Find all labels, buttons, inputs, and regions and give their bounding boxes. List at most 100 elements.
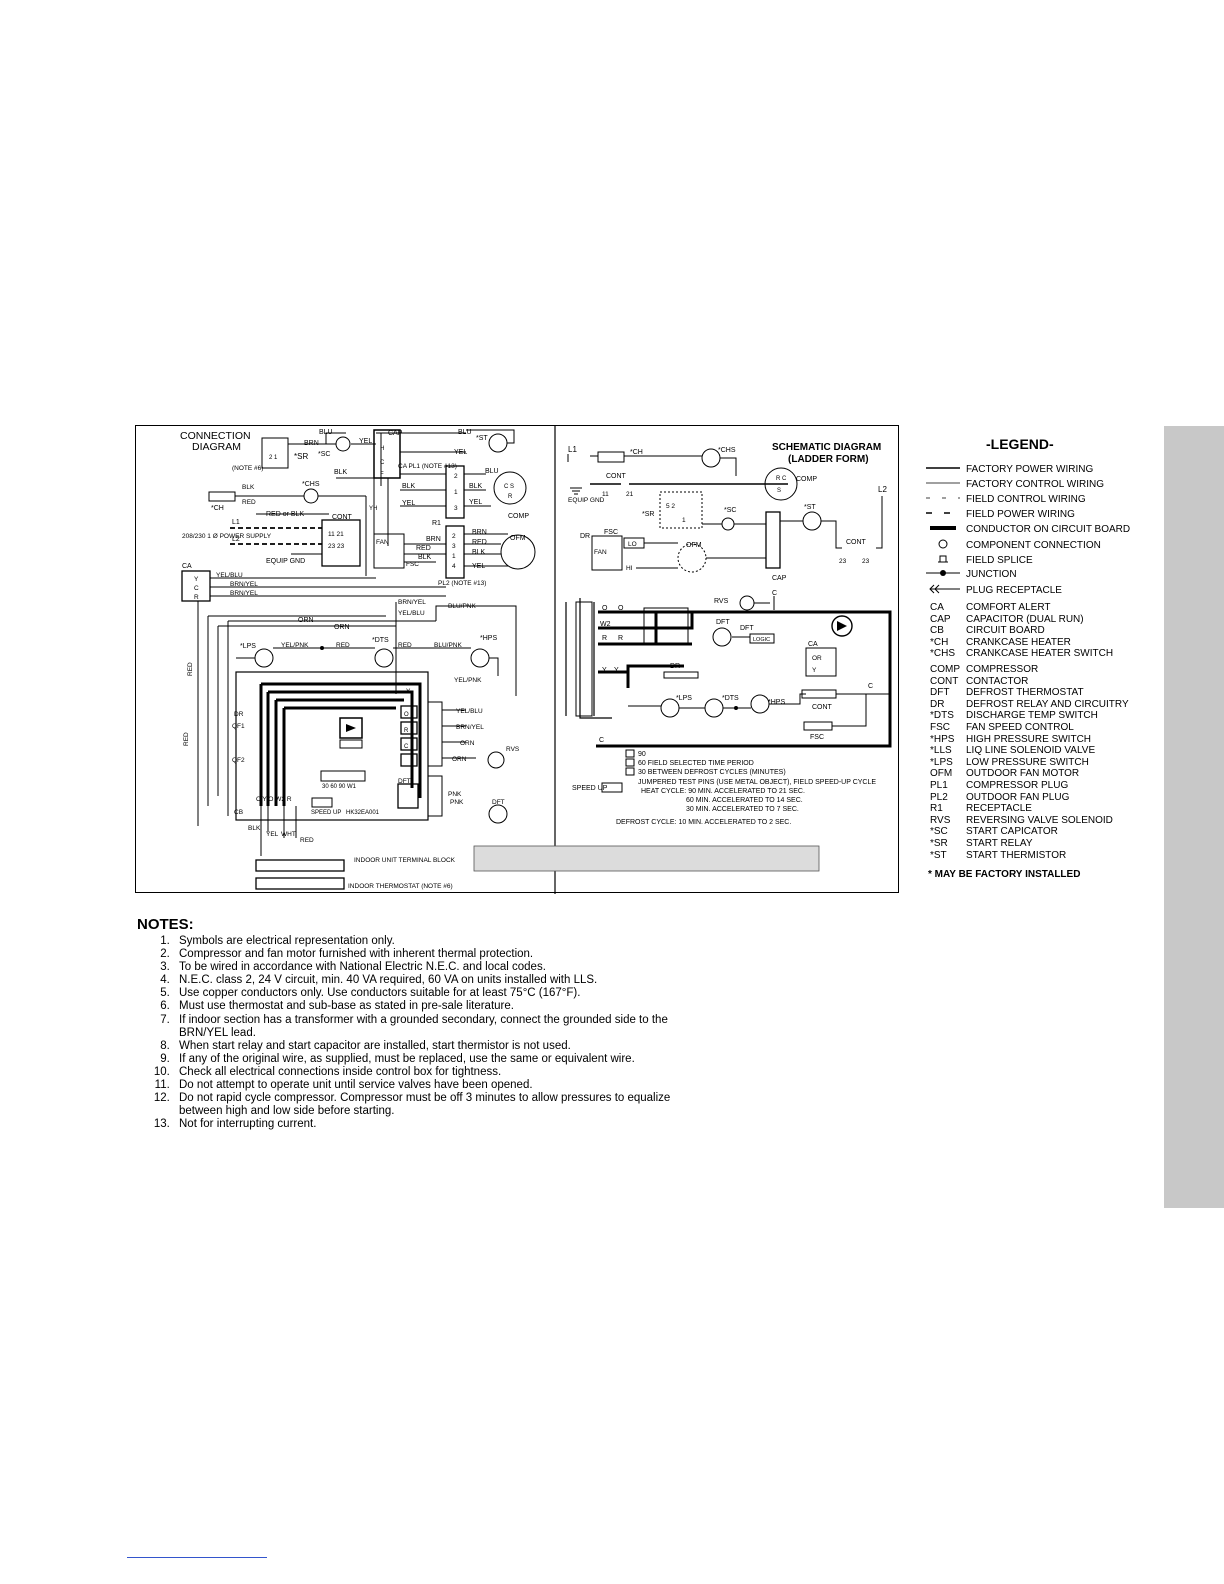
legend-symbol-icon bbox=[926, 509, 966, 520]
legend-abbr-desc: CAPACITOR (DUAL RUN) bbox=[966, 613, 1084, 625]
note-item: To be wired in accordance with National … bbox=[173, 961, 677, 974]
legend-line-item: FACTORY POWER WIRING bbox=[926, 464, 1093, 475]
legend-abbr-desc: REVERSING VALVE SOLENOID bbox=[966, 814, 1113, 826]
note-item: Do not attempt to operate unit until ser… bbox=[173, 1079, 677, 1092]
legend-line-item: FIELD SPLICE bbox=[926, 554, 1033, 567]
yel-pl2-label: YEL bbox=[472, 563, 485, 570]
svg-text:Y: Y bbox=[194, 576, 199, 583]
fsc-sch2-label: FSC bbox=[810, 734, 824, 741]
note-item: N.E.C. class 2, 24 V circuit, min. 40 VA… bbox=[173, 974, 677, 987]
legend-abbr-desc: HIGH PRESSURE SWITCH bbox=[966, 733, 1092, 745]
cap-sch-label: CAP bbox=[772, 575, 787, 582]
schematic-footnote: 30 MIN. ACCELERATED TO 7 SEC. bbox=[686, 806, 799, 813]
legend-abbr-desc: OUTDOOR FAN MOTOR bbox=[966, 768, 1080, 780]
o-sch-label: O bbox=[602, 605, 608, 612]
lps-sch-label: *LPS bbox=[676, 695, 692, 702]
red-ch-label: RED bbox=[242, 499, 256, 506]
red-bottom-label: RED bbox=[300, 837, 314, 844]
legend-abbr-key: CA bbox=[930, 602, 944, 613]
pins-label: 30 60 90 W1 bbox=[322, 784, 357, 790]
svg-text:5 2: 5 2 bbox=[666, 503, 675, 510]
blk-ch-label: BLK bbox=[242, 484, 255, 491]
yel-blu-strip-label: YEL/BLU bbox=[456, 708, 483, 715]
orn-strip2-label: ORN bbox=[452, 756, 467, 763]
legend-line-label: COMPONENT CONNECTION bbox=[966, 540, 1101, 552]
note-item: When start relay and start capacitor are… bbox=[173, 1040, 677, 1053]
svg-text:23 23: 23 23 bbox=[328, 543, 345, 550]
blu-top-label: BLU bbox=[319, 429, 333, 436]
notes-section: NOTES: Symbols are electrical representa… bbox=[137, 916, 677, 1131]
svg-text:1: 1 bbox=[452, 553, 456, 560]
svg-text:YH: YH bbox=[369, 506, 377, 512]
legend-abbr-key: *LLS bbox=[930, 745, 952, 757]
legend-abbr-key: *LPS bbox=[930, 756, 953, 768]
legend-abbr-desc: DEFROST THERMOSTAT bbox=[966, 687, 1084, 699]
comfort-alert-box bbox=[181, 570, 211, 602]
red-pl2-label: RED bbox=[472, 539, 487, 546]
lps-symbol bbox=[254, 648, 274, 668]
equip-gnd-label: EQUIP GND bbox=[266, 558, 305, 565]
svg-text:R: R bbox=[194, 594, 199, 601]
blu-st-label: BLU bbox=[458, 429, 472, 436]
svg-text:C: C bbox=[194, 585, 199, 592]
or-sch-label: OR bbox=[812, 655, 822, 662]
ca-label: CA bbox=[182, 563, 192, 570]
note-item: Compressor and fan motor furnished with … bbox=[173, 948, 677, 961]
brn-yel-mid-label: BRN/YEL bbox=[398, 599, 426, 606]
c-sch-top-label: C bbox=[772, 590, 777, 597]
yel-bottom-label: YEL bbox=[266, 831, 279, 838]
legend-abbr-desc: LOW PRESSURE SWITCH bbox=[966, 756, 1089, 768]
speed-up-sch-label: SPEED UP bbox=[572, 785, 608, 792]
legend-symbol-icon bbox=[926, 479, 966, 490]
legend-abbr-key: R1 bbox=[930, 803, 943, 815]
legend-symbol-icon bbox=[926, 584, 966, 597]
hps-sch-label: *HPS bbox=[768, 699, 785, 706]
dft-sch2-label: DFT bbox=[740, 625, 754, 632]
blk-fsc-label: BLK bbox=[418, 554, 432, 561]
blu-pnk-hps-label: BLU/PNK bbox=[434, 642, 462, 649]
rvs-label: RVS bbox=[506, 746, 520, 753]
svg-text:2 1: 2 1 bbox=[269, 455, 278, 461]
r-sch-label: R bbox=[602, 635, 607, 642]
c-sch-right-label: C bbox=[868, 683, 873, 690]
dts-symbol bbox=[374, 648, 394, 668]
hps-label: *HPS bbox=[480, 635, 497, 642]
legend-line-item: JUNCTION bbox=[926, 569, 1017, 580]
svg-text:21: 21 bbox=[626, 491, 634, 498]
terminal-block bbox=[255, 859, 345, 872]
yel-pnk-label-2: YEL/PNK bbox=[454, 677, 482, 684]
svg-text:F: F bbox=[380, 472, 384, 478]
start-relay-box bbox=[261, 437, 289, 469]
legend-line-label: FIELD POWER WIRING bbox=[966, 509, 1075, 521]
svg-text:208/230 1 Ø POWER SUPPLY: 208/230 1 Ø POWER SUPPLY bbox=[182, 533, 272, 540]
legend-abbr-key: *CH bbox=[930, 636, 949, 648]
legend-abbr-key: DR bbox=[930, 698, 945, 710]
blu-pl1-label: BLU bbox=[485, 468, 499, 475]
svg-text:3: 3 bbox=[454, 505, 458, 512]
legend-abbreviation: *LPS LOW PRESSURE SWITCH bbox=[930, 757, 1089, 768]
brn-top-label: BRN bbox=[304, 440, 319, 447]
sc-sch-label: *SC bbox=[724, 507, 736, 514]
dts-label: *DTS bbox=[372, 637, 389, 644]
comp-sch-label: COMP bbox=[796, 476, 817, 483]
svg-text:Y: Y bbox=[406, 688, 411, 695]
notes-list: Symbols are electrical representation on… bbox=[137, 935, 677, 1131]
schematic-footnote: JUMPERED TEST PINS (USE METAL OBJECT), F… bbox=[638, 779, 876, 786]
note-item: Use copper conductors only. Use conducto… bbox=[173, 987, 677, 1000]
o-sch-label-2: O bbox=[618, 605, 624, 612]
lo-sch-label: LO bbox=[628, 541, 637, 548]
legend-abbr-desc: CIRCUIT BOARD bbox=[966, 625, 1045, 637]
red-vert-1: RED bbox=[187, 662, 194, 676]
pnk-label-1: PNK bbox=[448, 791, 462, 798]
legend-line-item: FIELD CONTROL WIRING bbox=[926, 494, 1086, 505]
rvs-sch-symbol bbox=[739, 595, 755, 611]
svg-text:R: R bbox=[508, 494, 513, 500]
hi-sch-label: HI bbox=[626, 565, 633, 572]
legend-abbr-desc: CONTACTOR bbox=[966, 675, 1029, 687]
sr-label: *SR bbox=[294, 452, 308, 461]
